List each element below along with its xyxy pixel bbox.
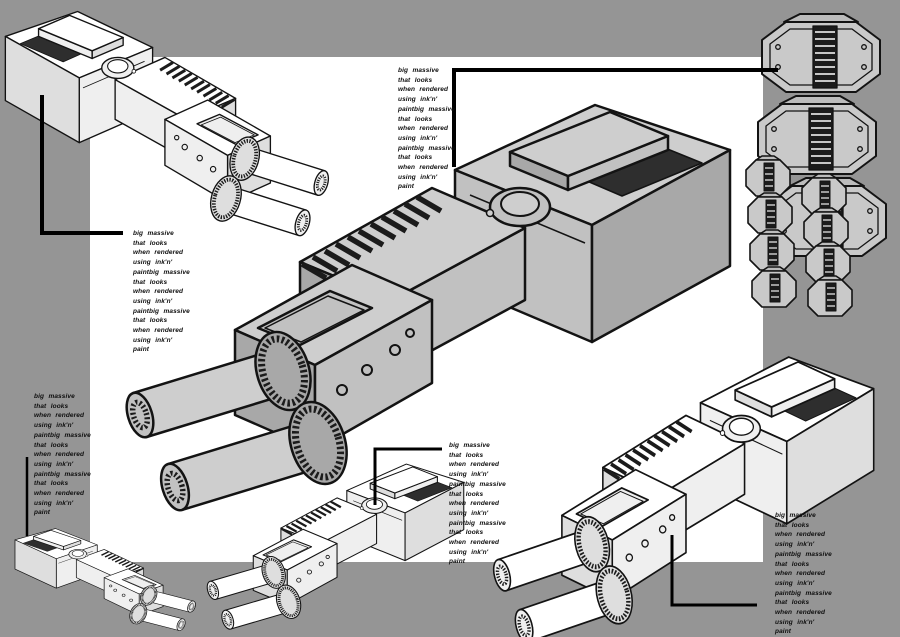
cannon-mini-svg <box>13 527 199 633</box>
cannon-line-art-svg <box>203 462 466 633</box>
annotation-note-top-right: big massive that looks when rendered usi… <box>398 67 455 191</box>
crates-svg <box>748 8 888 298</box>
drawing-ammo-crates <box>748 8 888 298</box>
drawing-mini-assembly-thumbnail <box>12 526 202 633</box>
drawing-bottom-center-cannon <box>198 460 468 633</box>
annotation-note-bottom-center: big massive that looks when rendered usi… <box>449 442 506 566</box>
annotation-note-bottom-left: big massive that looks when rendered usi… <box>34 393 91 517</box>
annotation-note-top-left: big massive that looks when rendered usi… <box>133 230 190 354</box>
annotation-note-bottom-right: big massive that looks when rendered usi… <box>775 512 832 636</box>
